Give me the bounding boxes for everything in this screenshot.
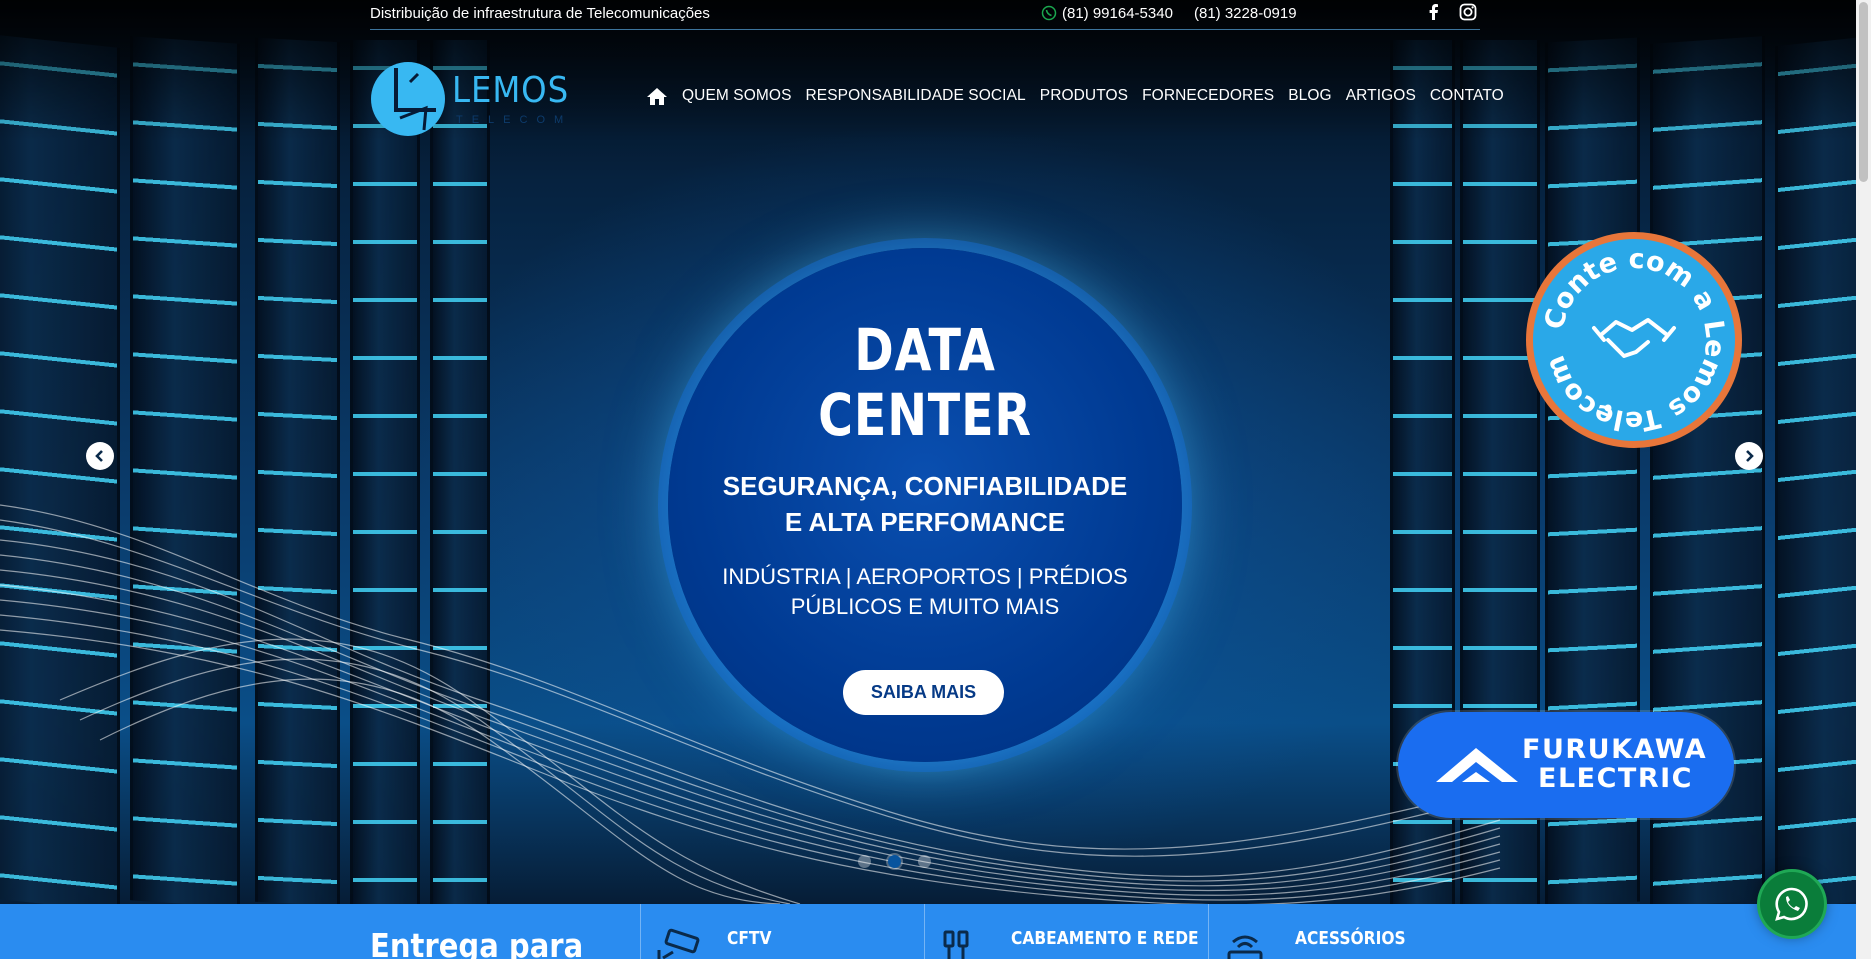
chevron-left-icon — [95, 450, 103, 462]
category-bar: Entrega para CFTV CABEAMENTO E REDE ACES… — [0, 904, 1856, 959]
category-cabeamento-label: CABEAMENTO E REDE — [1011, 928, 1199, 949]
handshake-icon — [1592, 318, 1676, 358]
slider-dots — [858, 855, 931, 868]
facebook-icon[interactable] — [1424, 2, 1444, 22]
slider-dot-2[interactable] — [888, 855, 901, 868]
category-acessorios[interactable]: ACESSÓRIOS — [1208, 904, 1492, 959]
category-cftv-label: CFTV — [727, 928, 772, 949]
slider-dot-3[interactable] — [918, 855, 931, 868]
delivery-heading: Entrega para — [370, 926, 584, 959]
nav-contato[interactable]: CONTATO — [1429, 87, 1504, 104]
slider-next-button[interactable] — [1735, 442, 1763, 470]
nav-responsabilidade-social[interactable]: RESPONSABILIDADE SOCIAL — [805, 87, 1026, 104]
slide-title-line2: CENTER — [818, 381, 1032, 449]
slide-subtitle: SEGURANÇA, CONFIABILIDADE E ALTA PERFOMA… — [668, 468, 1182, 540]
slide-categories: INDÚSTRIA | AEROPORTOS | PRÉDIOS PÚBLICO… — [668, 562, 1182, 622]
server-rack — [350, 40, 420, 904]
server-rack — [1775, 33, 1856, 904]
slide-title-line1: DATA — [854, 316, 996, 384]
brand-name: LEMOS — [452, 70, 570, 111]
furukawa-logo-icon — [1436, 748, 1518, 782]
lemos-badge: Conte com a Lemos Telecom — [1524, 230, 1744, 450]
partner-furukawa-banner[interactable]: FURUKAWA ELECTRIC — [1398, 712, 1734, 818]
slide-circle: DATA CENTER SEGURANÇA, CONFIABILIDADE E … — [668, 248, 1182, 762]
badge-graphic: Conte com a Lemos Telecom — [1526, 232, 1742, 448]
lemos-logo-mark — [371, 62, 445, 136]
whatsapp-float-button[interactable] — [1760, 872, 1824, 936]
router-icon — [1227, 935, 1263, 959]
phone-landline[interactable]: (81) 3228-0919 — [1194, 5, 1297, 22]
category-cftv[interactable]: CFTV — [640, 904, 924, 959]
nav-artigos[interactable]: ARTIGOS — [1345, 87, 1416, 104]
server-rack — [430, 40, 490, 904]
partner-name-line2: ELECTRIC — [1538, 763, 1693, 794]
instagram-icon[interactable] — [1458, 2, 1478, 22]
nav-blog[interactable]: BLOG — [1288, 87, 1332, 104]
network-cable-icon — [943, 930, 969, 959]
phone-whatsapp[interactable]: (81) 99164-5340 — [1062, 5, 1173, 22]
brand-subtitle: TELECOM — [456, 114, 573, 126]
main-nav: QUEM SOMOS RESPONSABILIDADE SOCIAL PRODU… — [646, 86, 1504, 106]
category-cabeamento[interactable]: CABEAMENTO E REDE — [924, 904, 1208, 959]
slider-prev-button[interactable] — [86, 442, 114, 470]
partner-name-line1: FURUKAWA — [1522, 734, 1708, 765]
page-scrollbar[interactable] — [1856, 0, 1871, 959]
nav-fornecedores[interactable]: FORNECEDORES — [1142, 87, 1275, 104]
category-acessorios-label: ACESSÓRIOS — [1295, 928, 1406, 949]
slide-subtitle-line2: E ALTA PERFOMANCE — [784, 507, 1066, 537]
whatsapp-icon — [1775, 887, 1808, 921]
nav-quem-somos[interactable]: QUEM SOMOS — [682, 87, 792, 104]
saiba-mais-button[interactable]: SAIBA MAIS — [843, 670, 1004, 715]
slider-dot-1[interactable] — [858, 855, 871, 868]
nav-produtos[interactable]: PRODUTOS — [1039, 87, 1129, 104]
topbar: Distribuição de infraestrutura de Teleco… — [370, 0, 1480, 30]
slide-categories-line2: PÚBLICOS E MUITO MAIS — [790, 594, 1060, 619]
home-icon[interactable] — [646, 86, 668, 106]
slide-subtitle-line1: SEGURANÇA, CONFIABILIDADE — [722, 471, 1128, 501]
tagline: Distribuição de infraestrutura de Teleco… — [370, 5, 710, 22]
chevron-right-icon — [1746, 450, 1754, 462]
whatsapp-icon — [1041, 5, 1057, 21]
server-rack — [255, 37, 340, 904]
cctv-camera-icon — [657, 928, 700, 959]
top-shade — [0, 0, 1856, 140]
server-rack — [130, 36, 240, 904]
brand-logo[interactable]: LEMOS TELECOM — [370, 60, 570, 138]
scrollbar-thumb[interactable] — [1859, 2, 1868, 182]
slide-categories-line1: INDÚSTRIA | AEROPORTOS | PRÉDIOS — [722, 564, 1128, 589]
